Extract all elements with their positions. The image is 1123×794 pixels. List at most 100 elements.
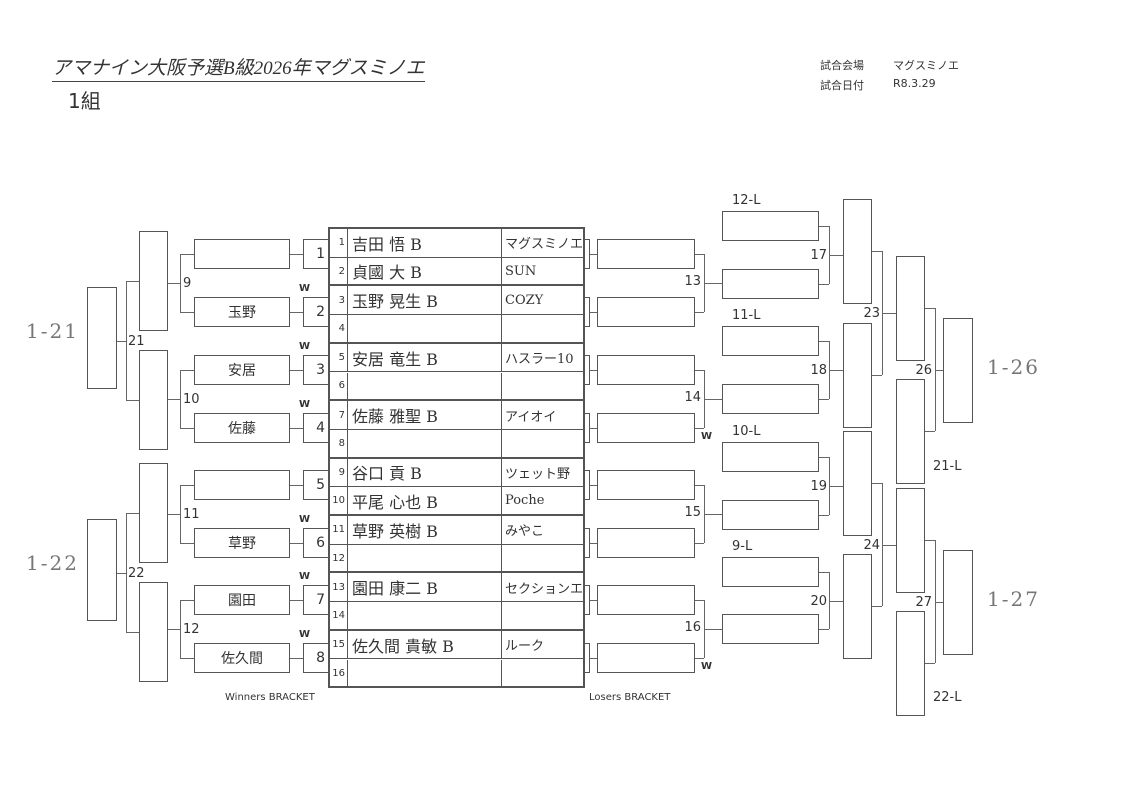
connector-line (180, 543, 194, 544)
team-name: COZY (505, 292, 544, 308)
losers-round1-slot (597, 470, 695, 500)
seed-number: 6 (330, 372, 348, 400)
connector-line (935, 369, 943, 371)
connector-line (126, 513, 127, 632)
losers-round2-slot (722, 326, 819, 356)
connector-line (819, 284, 829, 285)
player-name (348, 602, 502, 629)
connector-line (695, 485, 704, 486)
connector-line (819, 341, 829, 342)
group-label: 1組 (68, 89, 101, 113)
date-label: 試合日付 (820, 79, 864, 92)
winners-match-box: 6 (303, 528, 329, 558)
drop-in-label: 10-L (732, 424, 761, 439)
player-name: 平尾 心也 B (348, 487, 502, 514)
winners-match-box: 1 (303, 239, 329, 269)
player-row: 6 (330, 372, 583, 402)
connector-line (590, 254, 597, 255)
connector-line (126, 281, 139, 282)
winner-mark: W (299, 571, 311, 582)
connector-line (819, 457, 829, 458)
connector-line (695, 428, 704, 429)
winners-match-box: 4 (303, 413, 329, 443)
team-name: ツェット野 (505, 466, 571, 482)
drop-in-label: 12-L (732, 193, 761, 208)
player-name: 佐久間 貴敏 B (348, 630, 502, 659)
winner-mark: W (299, 399, 311, 410)
connector-line (290, 312, 303, 313)
connector-line (925, 540, 935, 541)
connector-line (819, 629, 829, 630)
seed-number: 11 (330, 516, 348, 544)
connector-line (829, 486, 843, 487)
connector-line (882, 313, 896, 314)
connector-line (704, 283, 722, 284)
losers-match-number: 17 (810, 248, 827, 263)
drop-in-label: 22-L (933, 690, 962, 705)
connector-line (590, 370, 597, 371)
winners-round2-slot: 佐藤 (194, 413, 290, 443)
seed-number: 2 (330, 257, 348, 285)
connector-line (829, 600, 843, 602)
connector-line (168, 514, 180, 515)
losers-bracket-label: Losers BRACKET (589, 692, 671, 703)
drop-in-label: 9-L (732, 539, 753, 554)
connector-line (925, 663, 935, 664)
winners-round2-slot: 園田 (194, 585, 290, 615)
connector-line (829, 255, 843, 256)
player-name: 吉田 悟 B (348, 229, 502, 257)
table-exit-bracket (584, 470, 590, 500)
winners-round2-slot: 玉野 (194, 297, 290, 327)
player-name: 佐藤 雅聖 B (348, 401, 502, 429)
team-name (502, 315, 583, 342)
losers-round2-slot (722, 442, 819, 472)
player-name: 安居 竜生 B (348, 343, 502, 372)
winner-mark: W (299, 629, 311, 640)
winners-round2-slot (194, 239, 290, 269)
handwritten-note: 1-26 (987, 355, 1040, 379)
seed-number: 4 (330, 315, 348, 342)
connector-line (819, 572, 829, 573)
player-row: 16 (330, 659, 583, 689)
winners-match-number: 12 (183, 622, 200, 637)
connector-line (290, 485, 303, 486)
seed-number: 14 (330, 602, 348, 629)
winners-round2-slot (194, 470, 290, 500)
player-name (348, 544, 502, 572)
connector-line (180, 370, 194, 371)
connector-line (180, 370, 181, 428)
losers-round1-slot (597, 239, 695, 269)
seed-number: 3 (330, 286, 348, 315)
winner-mark: W (299, 514, 311, 525)
connector-line (704, 399, 722, 400)
table-exit-bracket (584, 297, 590, 327)
connector-line (290, 370, 303, 371)
winners-match-number: 9 (183, 276, 192, 291)
connector-line (695, 658, 704, 659)
team-name: SUN (505, 263, 537, 279)
seed-number: 1 (330, 229, 348, 257)
tournament-title: アマナイン大阪予選B級2026年マグスミノエ (52, 53, 425, 82)
connector-line (935, 601, 943, 603)
team-name: みやこ (505, 524, 545, 540)
team-name: セクションエ (505, 581, 584, 597)
winners-final-slot (87, 287, 117, 389)
connector-line (290, 254, 303, 255)
drop-in-label: 11-L (732, 308, 761, 323)
losers-round3-slot (843, 323, 872, 428)
winner-mark: W (701, 661, 713, 672)
handwritten-note: 1-22 (26, 551, 79, 575)
losers-round2-slot (722, 269, 819, 299)
losers-round3-slot (843, 554, 872, 659)
connector-line (590, 428, 597, 429)
connector-line (695, 312, 704, 313)
losers-final-slot (943, 550, 973, 655)
losers-round1-slot (597, 297, 695, 327)
connector-line (695, 254, 704, 255)
venue-label: 試合会場 (820, 59, 864, 72)
connector-line (168, 629, 180, 630)
